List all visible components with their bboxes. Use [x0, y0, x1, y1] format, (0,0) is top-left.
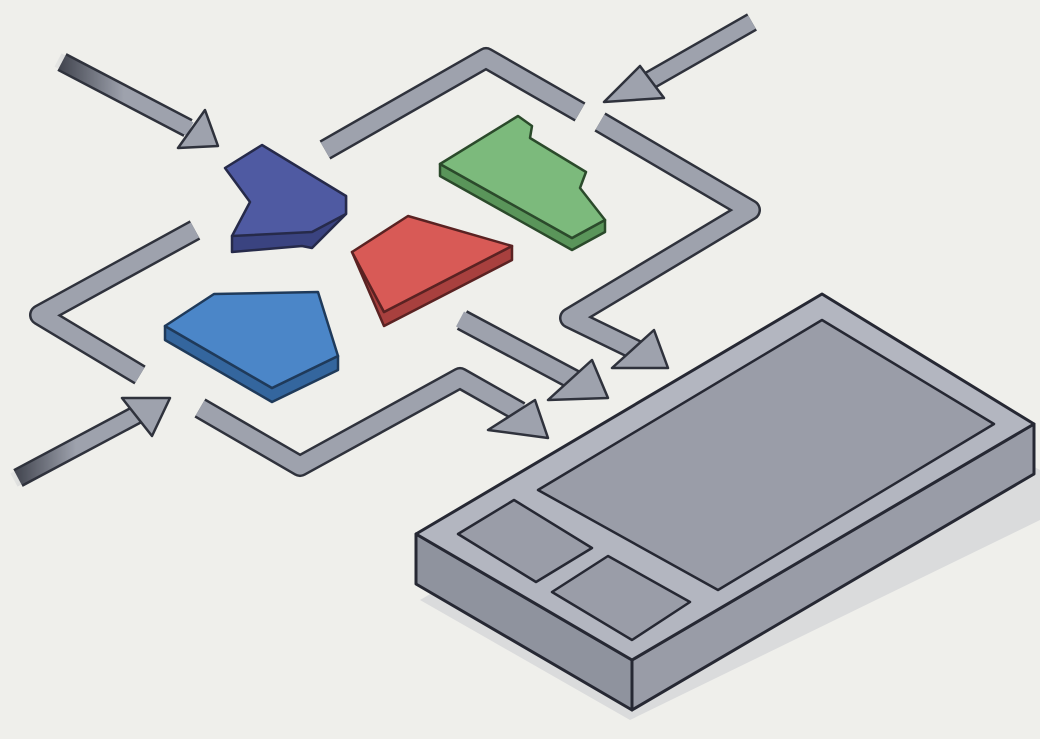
red-piece: [352, 216, 512, 326]
blue-piece: [165, 292, 338, 402]
incoming-arrow-top-right: [604, 22, 752, 102]
incoming-arrow-bottom-left: [14, 398, 170, 480]
green-piece: [440, 116, 605, 250]
indigo-piece: [225, 145, 346, 252]
incoming-arrow-top-left: [58, 60, 218, 148]
